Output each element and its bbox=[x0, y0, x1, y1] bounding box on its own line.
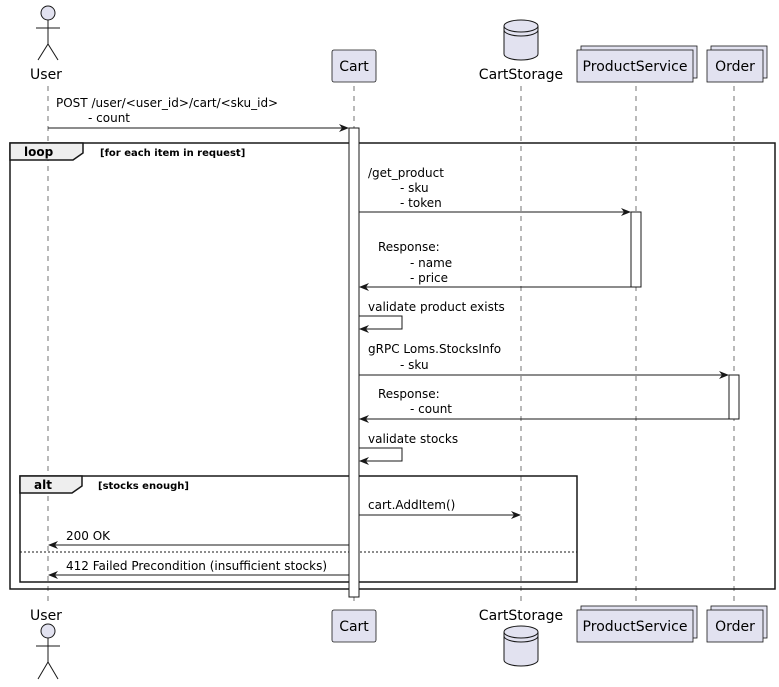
participant-product-service-bottom bbox=[576, 609, 694, 643]
participant-cart-storage-bottom-label: CartStorage bbox=[479, 608, 563, 624]
message-m10-line1: 412 Failed Precondition (insufficient st… bbox=[66, 559, 327, 573]
message-m2-line2: - sku bbox=[400, 181, 429, 195]
participant-product-service-top bbox=[576, 49, 694, 83]
message-m8-line1: cart.AddItem() bbox=[368, 498, 455, 512]
participant-order-bottom-label: Order bbox=[715, 619, 755, 635]
participant-cart-storage-top-label: CartStorage bbox=[479, 67, 563, 83]
participant-product-service-bottom-label: ProductService bbox=[583, 619, 688, 635]
message-m3-line2: - name bbox=[410, 256, 452, 270]
participant-cart-top bbox=[331, 49, 377, 83]
alt-guard: [stocks enough] bbox=[98, 481, 189, 492]
participant-cart-bottom bbox=[331, 609, 377, 643]
alt-label: alt bbox=[34, 478, 52, 492]
participant-order-bottom bbox=[706, 609, 764, 643]
participant-user-top-label: User bbox=[30, 67, 62, 83]
participant-cart-bottom-label: Cart bbox=[339, 619, 369, 635]
message-m5-line1: gRPC Loms.StocksInfo bbox=[368, 342, 501, 356]
activation-cart bbox=[348, 127, 360, 598]
message-m2-line3: - token bbox=[400, 196, 442, 210]
message-m1-line2: - count bbox=[88, 111, 130, 125]
loop-frame: loop [for each item in request] bbox=[9, 142, 776, 590]
participant-cart-top-label: Cart bbox=[339, 59, 369, 75]
database-cart-storage-bottom-icon bbox=[503, 625, 539, 667]
participant-product-service-top-label: ProductService bbox=[583, 59, 688, 75]
message-m7-line1: validate stocks bbox=[368, 432, 458, 446]
loop-guard: [for each item in request] bbox=[100, 148, 245, 159]
participant-user-bottom-label: User bbox=[30, 608, 62, 624]
participants-top: User Cart CartStorage ProductService Ord… bbox=[30, 5, 768, 83]
alt-frame: alt [stocks enough] bbox=[19, 475, 578, 583]
message-labels: POST /user/<user_id>/cart/<sku_id> - cou… bbox=[56, 96, 505, 573]
message-m9-line1: 200 OK bbox=[66, 529, 111, 543]
message-m6-line1: Response: bbox=[378, 387, 440, 401]
participant-order-top bbox=[706, 49, 764, 83]
message-m7-arrow bbox=[359, 447, 403, 465]
participants-bottom: User Cart CartStorage ProductService Ord… bbox=[30, 605, 768, 680]
message-m3-line3: - price bbox=[410, 271, 448, 285]
actor-user-bottom-icon bbox=[36, 623, 60, 680]
message-m3-line1: Response: bbox=[378, 240, 440, 254]
database-cart-storage-top-icon bbox=[503, 19, 539, 61]
actor-user-top-icon bbox=[36, 5, 60, 61]
activation-order bbox=[728, 374, 740, 420]
message-m4-arrow bbox=[359, 315, 403, 333]
message-m1-line1: POST /user/<user_id>/cart/<sku_id> bbox=[56, 96, 278, 110]
activation-product-service bbox=[630, 211, 642, 288]
loop-label: loop bbox=[24, 145, 54, 159]
activations bbox=[348, 127, 740, 598]
message-m4-line1: validate product exists bbox=[368, 300, 505, 314]
participant-order-top-label: Order bbox=[715, 59, 755, 75]
message-m5-line2: - sku bbox=[400, 358, 429, 372]
message-m2-line1: /get_product bbox=[368, 166, 444, 180]
messages bbox=[48, 124, 729, 579]
message-m6-line2: - count bbox=[410, 402, 452, 416]
